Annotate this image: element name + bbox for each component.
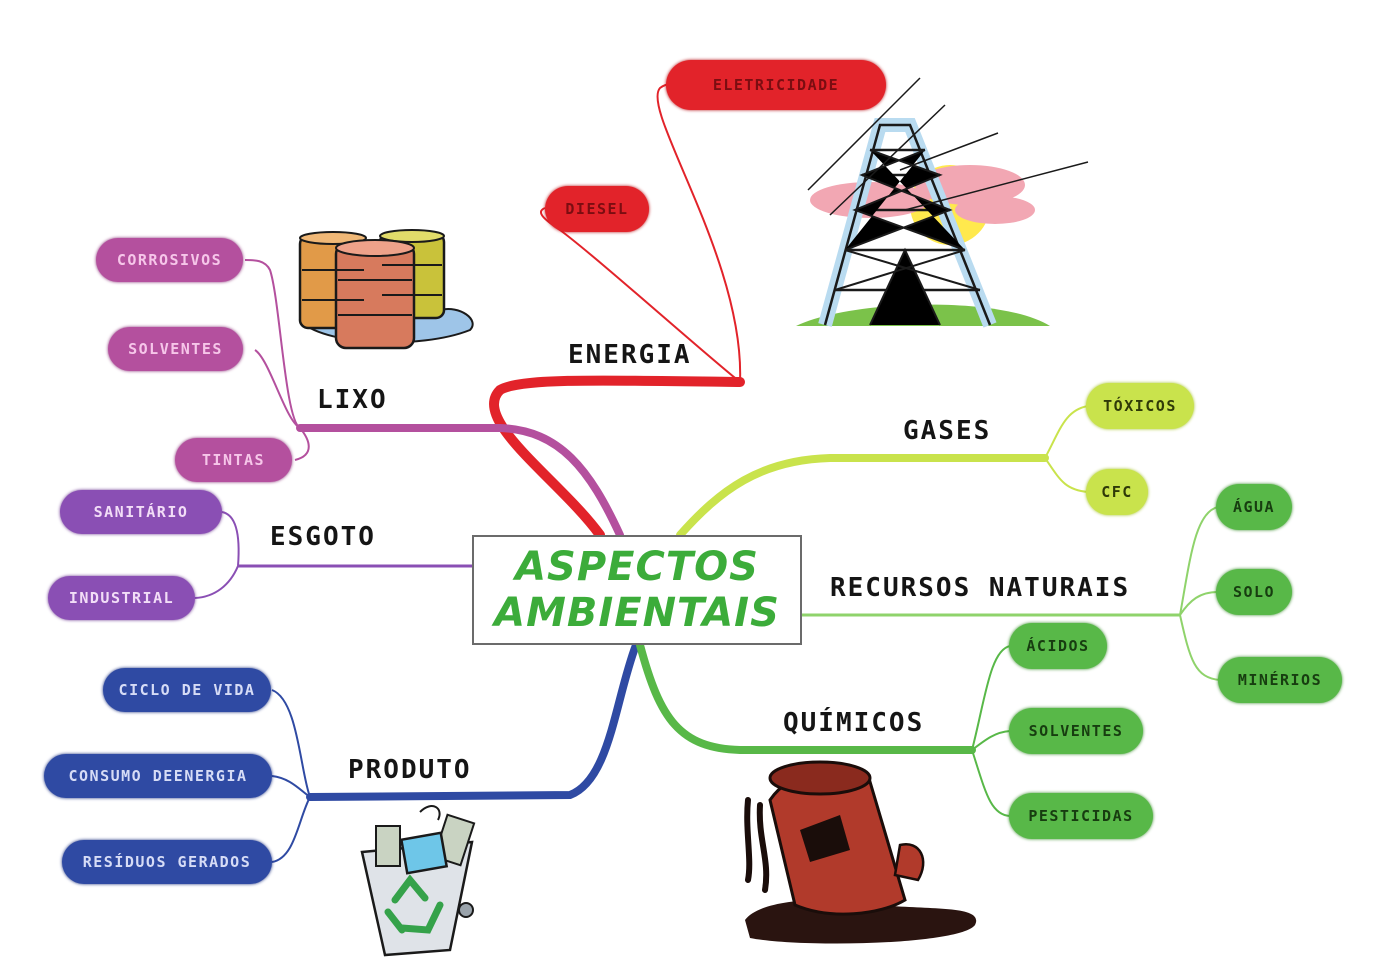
connector-lixo xyxy=(296,424,624,539)
connector-sanitario xyxy=(221,511,240,567)
connector-solventes-lixo xyxy=(254,349,301,429)
node-consumo-deenergia: CONSUMO DEENERGIA xyxy=(44,754,272,798)
power-tower-icon xyxy=(796,77,1089,328)
node-agua: ÁGUA xyxy=(1216,484,1292,530)
connector-cfc xyxy=(1044,457,1089,493)
connector-industrial xyxy=(194,565,239,599)
node-solventes-lixo: SOLVENTES xyxy=(108,327,243,371)
node-minerios: MINÉRIOS xyxy=(1218,657,1342,703)
branch-label-lixo: LIXO xyxy=(317,385,388,415)
central-topic: ASPECTOS AMBIENTAIS xyxy=(472,535,802,645)
branch-label-energia: ENERGIA xyxy=(568,340,692,370)
connector-diesel xyxy=(540,207,741,383)
node-industrial: INDUSTRIAL xyxy=(48,576,195,620)
node-corrosivos: CORROSIVOS xyxy=(96,238,243,282)
node-solo: SOLO xyxy=(1216,569,1292,615)
connector-minerios xyxy=(1179,614,1221,681)
barrels-icon xyxy=(298,229,474,350)
connector-eletricidade xyxy=(656,83,742,383)
recycle-bin-icon xyxy=(360,805,476,957)
connector-solo xyxy=(1179,591,1219,616)
connector-produto xyxy=(306,641,640,801)
node-diesel: DIESEL xyxy=(545,186,649,232)
connector-consumo xyxy=(271,775,311,798)
connector-ciclo xyxy=(271,689,311,798)
connector-pesticidas xyxy=(971,749,1011,817)
branch-label-produto: PRODUTO xyxy=(348,755,472,785)
branch-label-recursos-naturais: RECURSOS NATURAIS xyxy=(830,573,1131,603)
node-residuos-gerados: RESÍDUOS GERADOS xyxy=(62,840,272,884)
node-cfc: CFC xyxy=(1086,469,1148,515)
connector-gases xyxy=(676,454,1049,539)
spilled-drum-icon xyxy=(744,760,977,944)
connector-residuos xyxy=(271,796,311,863)
branch-label-gases: GASES xyxy=(903,416,992,446)
node-pesticidas: PESTICIDAS xyxy=(1009,793,1153,839)
connector-acidos xyxy=(971,645,1011,751)
connector-agua xyxy=(1179,506,1219,616)
connector-quimicos xyxy=(636,641,976,754)
central-topic-line1: ASPECTOS xyxy=(515,544,759,590)
connector-solventes-quim xyxy=(971,730,1011,751)
branch-label-quimicos: QUÍMICOS xyxy=(783,708,925,738)
central-topic-line2: AMBIENTAIS xyxy=(494,590,780,636)
node-acidos: ÁCIDOS xyxy=(1009,623,1107,669)
node-solventes-quimicos: SOLVENTES xyxy=(1009,708,1143,754)
connector-toxicos xyxy=(1044,405,1089,459)
connector-energia xyxy=(489,375,745,540)
node-eletricidade: ELETRICIDADE xyxy=(666,60,886,110)
node-toxicos: TÓXICOS xyxy=(1086,383,1194,429)
node-sanitario: SANITÁRIO xyxy=(60,490,222,534)
node-ciclo-de-vida: CICLO DE VIDA xyxy=(103,668,271,712)
branch-label-esgoto: ESGOTO xyxy=(270,522,376,552)
node-tintas: TINTAS xyxy=(175,438,292,482)
connector-tintas xyxy=(294,427,310,461)
connector-corrosivos xyxy=(244,259,301,429)
